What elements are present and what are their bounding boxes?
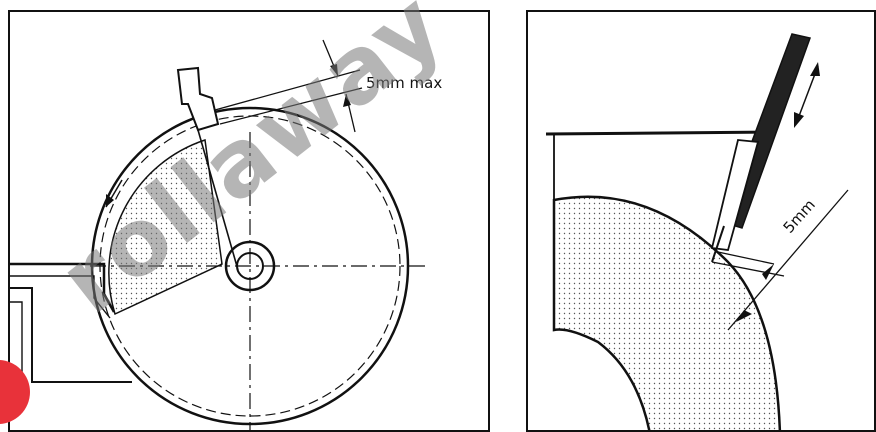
dimension-arrowhead-upper	[762, 264, 774, 280]
blade-edge-line	[197, 129, 239, 271]
blade-tip	[711, 225, 725, 263]
right-diagram: 5mm	[545, 33, 849, 430]
gap-label-left: 5mm max	[366, 74, 442, 92]
gap-arrowhead-upper	[330, 64, 338, 76]
scraper-blade	[176, 66, 220, 132]
movement-arrowhead-bottom	[794, 112, 804, 128]
gap-line-inner	[717, 251, 775, 265]
dimension-arrowhead-lower	[736, 310, 752, 322]
housing-plate-inner	[10, 275, 111, 319]
material-segment	[108, 139, 223, 316]
material-body	[552, 195, 782, 430]
movement-arrowhead-top	[810, 62, 820, 76]
gap-arrowhead-lower	[343, 94, 351, 107]
gap-line-top	[214, 69, 361, 111]
blade-holder	[710, 139, 760, 251]
housing-frame-inner	[10, 301, 23, 390]
gap-line-outer	[711, 261, 785, 277]
top-edge	[545, 130, 773, 136]
housing-frame	[10, 287, 132, 383]
right-diagram-panel: 5mm	[526, 10, 876, 432]
rotation-arrowhead	[106, 194, 114, 207]
left-diagram-panel: 5mm max	[8, 10, 490, 432]
gap-line-bottom	[219, 87, 363, 125]
housing-plate	[10, 262, 116, 313]
dimension-line	[727, 189, 849, 331]
left-diagram: 5mm max	[10, 39, 442, 430]
